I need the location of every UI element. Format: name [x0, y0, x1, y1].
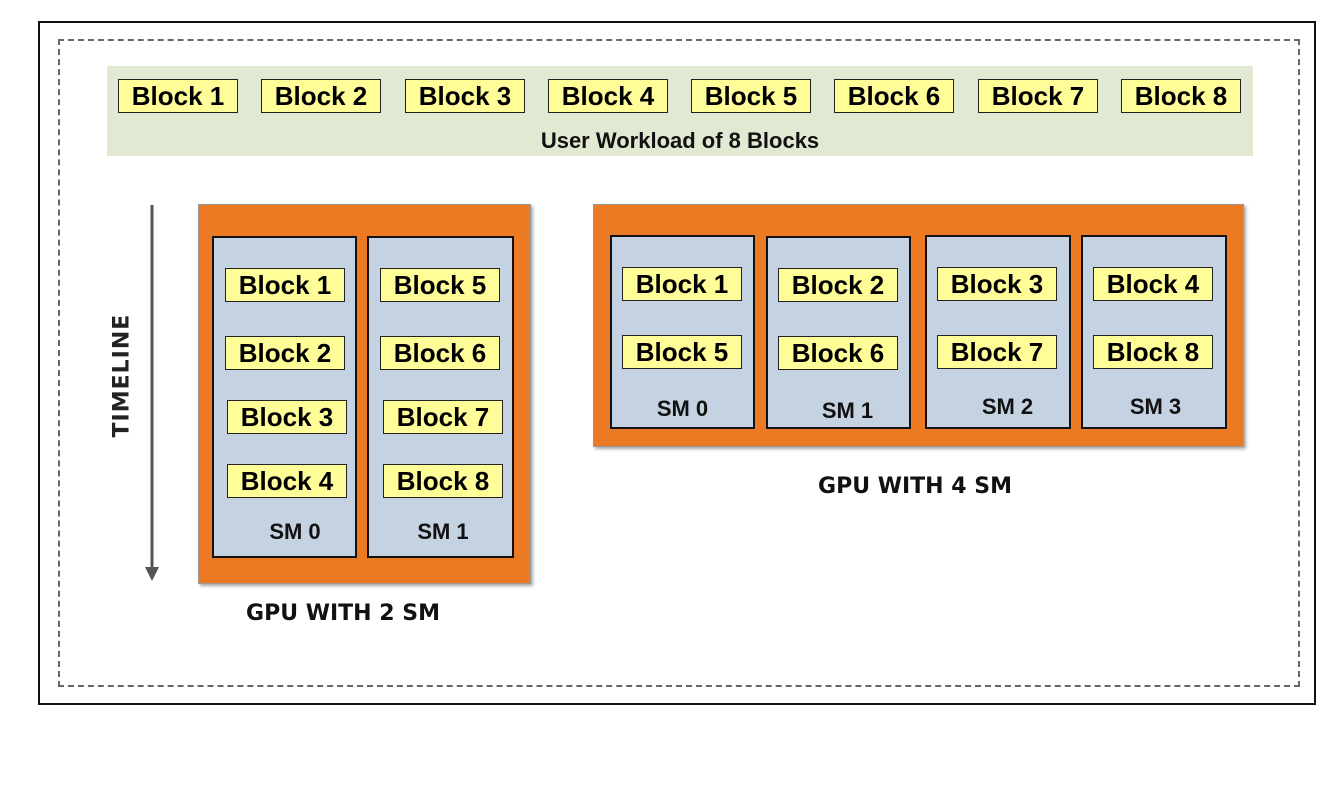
gpu4-sm0-block: Block 5 [622, 335, 742, 369]
gpu4-sm3-block: Block 8 [1093, 335, 1213, 369]
timeline-arrow-icon [145, 205, 159, 581]
gpu4-sm3-block: Block 4 [1093, 267, 1213, 301]
gpu-4sm-label: GPU WITH 4 SM [818, 474, 1012, 499]
gpu2-sm0-block: Block 4 [227, 464, 347, 498]
gpu4-sm3-label: SM 3 [1129, 394, 1182, 419]
workload-label: User Workload of 8 Blocks [540, 128, 820, 153]
workload-block: Block 2 [261, 79, 381, 113]
gpu2-sm0-block: Block 2 [225, 336, 345, 370]
gpu-2sm-label: GPU WITH 2 SM [246, 601, 440, 626]
gpu4-sm1-label: SM 1 [821, 398, 874, 423]
workload-block: Block 5 [691, 79, 811, 113]
workload-block: Block 3 [405, 79, 525, 113]
gpu2-sm0-block: Block 1 [225, 268, 345, 302]
workload-block: Block 1 [118, 79, 238, 113]
gpu4-sm0-label: SM 0 [656, 396, 709, 421]
workload-block: Block 6 [834, 79, 954, 113]
gpu4-sm2-block: Block 7 [937, 335, 1057, 369]
gpu2-sm1-block: Block 8 [383, 464, 503, 498]
gpu2-sm1-block: Block 6 [380, 336, 500, 370]
workload-block: Block 4 [548, 79, 668, 113]
gpu4-sm1-block: Block 6 [778, 336, 898, 370]
timeline-label: TIMELINE [109, 313, 135, 438]
gpu2-sm1-block: Block 5 [380, 268, 500, 302]
gpu4-sm1-block: Block 2 [778, 268, 898, 302]
gpu2-sm0-label: SM 0 [269, 519, 321, 544]
workload-block: Block 7 [978, 79, 1098, 113]
gpu2-sm1-label: SM 1 [417, 519, 469, 544]
dashed-border [58, 39, 1300, 687]
gpu4-sm0-block: Block 1 [622, 267, 742, 301]
workload-block: Block 8 [1121, 79, 1241, 113]
gpu4-sm2-block: Block 3 [937, 267, 1057, 301]
gpu2-sm1-block: Block 7 [383, 400, 503, 434]
gpu2-sm0-block: Block 3 [227, 400, 347, 434]
gpu4-sm2-label: SM 2 [981, 394, 1034, 419]
